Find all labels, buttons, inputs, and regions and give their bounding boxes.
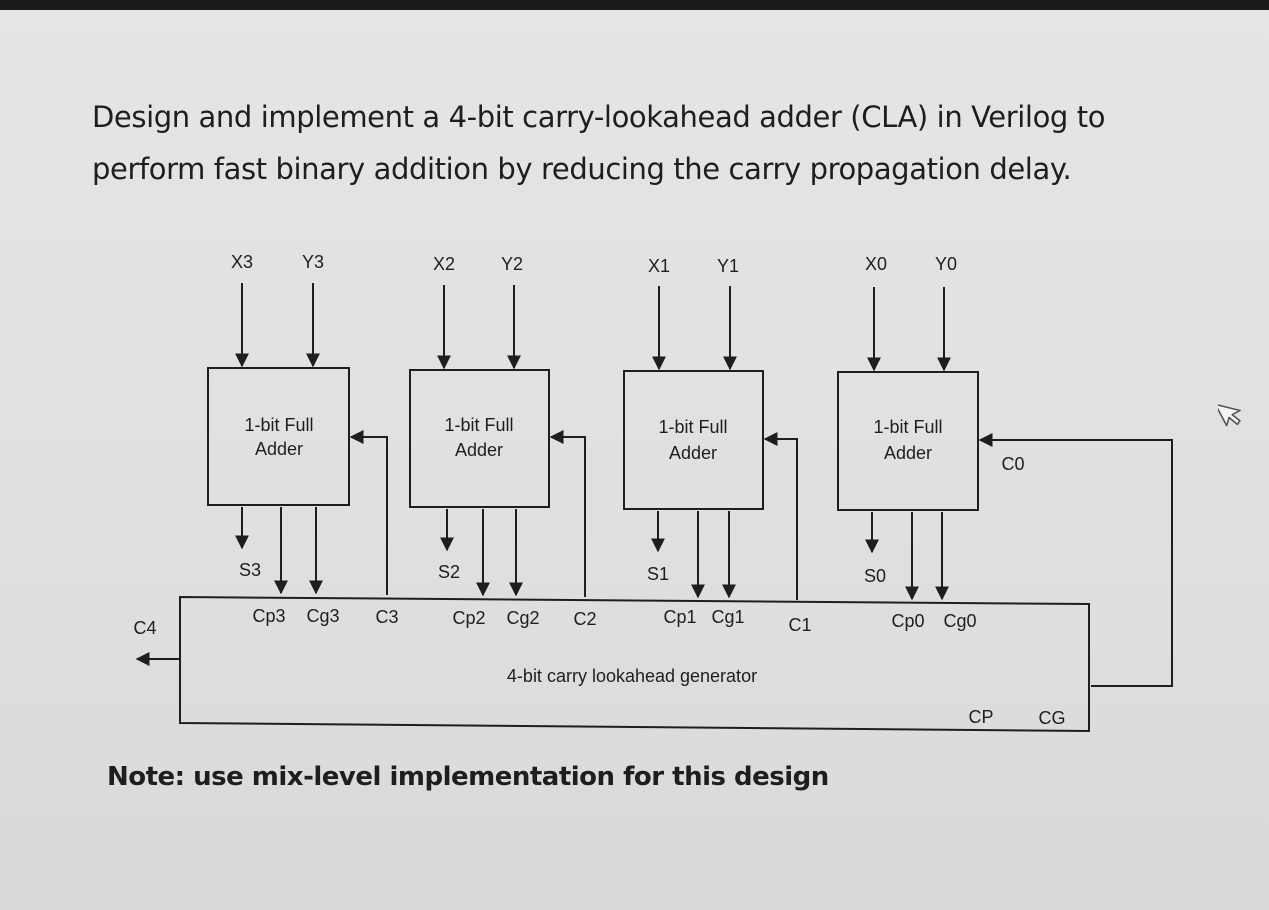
cg-output-label: CG (1039, 708, 1066, 728)
s3-label: S3 (239, 560, 261, 580)
c3-feedback-wire (349, 430, 388, 595)
cp0-label: Cp0 (891, 611, 924, 631)
full-adder-2-box (409, 369, 550, 508)
y3-label: Y3 (302, 252, 324, 272)
y0-label: Y0 (935, 254, 957, 274)
full-adder-2-label-line1: 1-bit Full (444, 415, 513, 435)
c3-label: C3 (375, 607, 398, 627)
x1-label: X1 (648, 256, 670, 276)
cp3-label: Cp3 (252, 606, 285, 626)
s1-label: S1 (647, 564, 669, 584)
s0-label: S0 (864, 566, 886, 586)
full-adder-0-label-line1: 1-bit Full (873, 417, 942, 437)
y1-label: Y1 (717, 256, 739, 276)
x3-label: X3 (231, 252, 253, 272)
cp2-label: Cp2 (452, 608, 485, 628)
c0-carry-in-wire (978, 433, 1173, 687)
full-adder-3-box (207, 367, 350, 506)
problem-statement-line-1: Design and implement a 4-bit carry-looka… (92, 100, 1106, 134)
mouse-cursor-icon (1218, 403, 1241, 427)
full-adder-2-label-line2: Adder (455, 440, 503, 460)
full-adder-0-box (837, 371, 979, 511)
c2-label: C2 (573, 609, 596, 629)
cg1-label: Cg1 (711, 607, 744, 627)
full-adder-0-label-line2: Adder (884, 443, 932, 463)
implementation-note: Note: use mix-level implementation for t… (107, 762, 829, 792)
cg0-label: Cg0 (943, 611, 976, 631)
screen-top-bezel (0, 0, 1269, 10)
full-adder-1-label-line1: 1-bit Full (658, 417, 727, 437)
cp-output-label: CP (968, 707, 993, 727)
carry-lookahead-generator-box (179, 595, 1090, 733)
cp1-label: Cp1 (663, 607, 696, 627)
full-adder-1-box (623, 370, 764, 510)
generator-label: 4-bit carry lookahead generator (507, 666, 757, 686)
y2-label: Y2 (501, 254, 523, 274)
carry-out-c4-label: C4 (133, 618, 156, 638)
carry-in-c0-label: C0 (1001, 454, 1024, 474)
full-adder-3-label-line2: Adder (255, 439, 303, 459)
cg2-label: Cg2 (506, 608, 539, 628)
full-adder-1-label-line2: Adder (669, 443, 717, 463)
screen-area (0, 10, 1269, 910)
c1-label: C1 (788, 615, 811, 635)
s2-label: S2 (438, 562, 460, 582)
x0-label: X0 (865, 254, 887, 274)
cg3-label: Cg3 (306, 606, 339, 626)
full-adder-3-label-line1: 1-bit Full (244, 415, 313, 435)
c2-feedback-wire (549, 430, 586, 597)
problem-statement-line-2: perform fast binary addition by reducing… (92, 152, 1072, 186)
c1-feedback-wire (763, 432, 798, 600)
x2-label: X2 (433, 254, 455, 274)
